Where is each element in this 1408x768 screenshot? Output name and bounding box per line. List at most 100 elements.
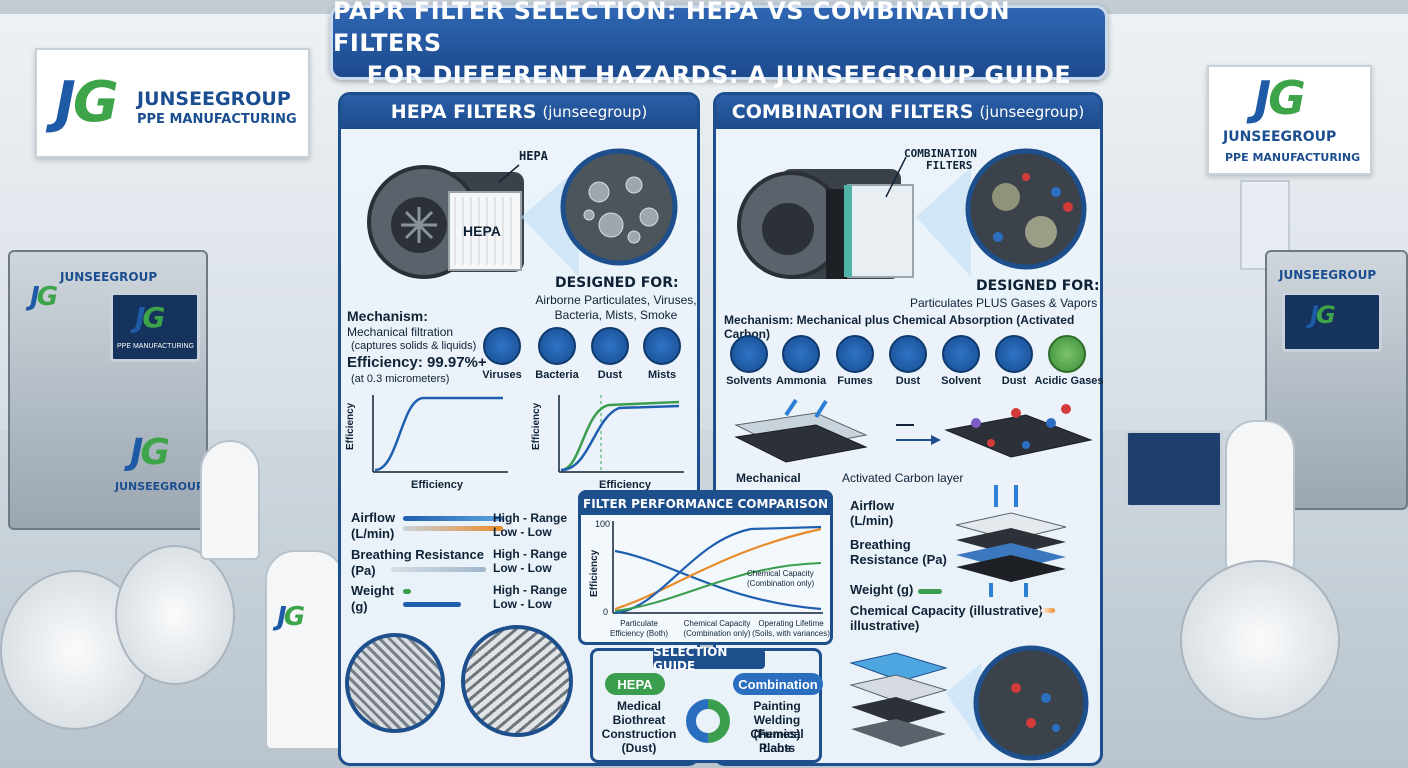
molecule-icons <box>971 404 1071 449</box>
left-machine: JUNSEEGROUP JG PPE MANUFACTURING JG JG J… <box>8 250 208 530</box>
combo-icon-label: Solvents <box>726 375 772 387</box>
brand-logo: JG <box>1254 71 1306 125</box>
combo-icon-label: Fumes <box>837 375 873 387</box>
chart2-xlabel: Efficiency <box>599 479 651 491</box>
zoom-beam <box>916 167 971 277</box>
flask-icon <box>782 335 820 373</box>
comparison-panel: FILTER PERFORMANCE COMPARISON 100 0 Effi… <box>578 490 833 645</box>
particles-icon <box>942 335 980 373</box>
virus-icon <box>483 327 521 365</box>
metric-value: High - Range <box>493 547 567 561</box>
fan-icon <box>762 203 814 255</box>
comparison-heading: FILTER PERFORMANCE COMPARISON <box>581 493 830 515</box>
combo-callout-1: COMBINATION <box>904 147 977 160</box>
donut-chart <box>686 699 730 743</box>
comparison-annotation-1: Chemical Capacity <box>747 569 814 578</box>
particle-zoom-circle <box>560 148 678 266</box>
metric-label: Weight <box>351 583 395 598</box>
machine-screen: JG <box>1282 292 1382 352</box>
series-line-green <box>614 562 822 612</box>
fabric-roll <box>115 545 235 685</box>
hepa-heading-sub: (junseegroup) <box>542 103 648 121</box>
metric-value: Low - Low <box>493 525 552 539</box>
molecule-icon <box>995 335 1033 373</box>
combo-icon-label: Dust <box>895 375 921 387</box>
chart1-ylabel: Efficiency <box>345 402 356 450</box>
comparison-annotation-2: (Combination only) <box>747 579 815 588</box>
hepa-unit-illustration <box>367 148 678 279</box>
combo-metric-label: Chemical Capacity (illustrative) <box>850 603 1043 618</box>
hepa-designed-for-title: DESIGNED FOR: <box>555 275 679 291</box>
layer-zoom-illustration <box>849 645 1089 761</box>
weight-bar <box>403 602 461 607</box>
machine-logo-large: JG <box>130 432 170 473</box>
metric-label: (Pa) <box>351 563 376 578</box>
hepa-panel-heading: HEPA FILTERS (junseegroup) <box>341 95 697 129</box>
dust-icon <box>591 327 629 365</box>
combo-icon-label: Ammonia <box>775 375 827 387</box>
hepa-filter-label: HEPA <box>463 223 501 239</box>
metric-value: High - Range <box>493 511 567 525</box>
hepa-use: Construction <box>601 727 677 741</box>
metric-value: Low - Low <box>493 561 552 575</box>
combination-pill: Combination <box>733 673 823 695</box>
combo-use: Welding (Fumes) <box>753 713 801 741</box>
combo-designed-for-title: DESIGNED FOR: <box>976 278 1100 294</box>
worker-figure <box>200 440 260 560</box>
machine-logo-small: JG <box>30 282 58 312</box>
combo-heading: COMBINATION FILTERS <box>731 101 974 123</box>
combo-icon-label: Acidic Gases <box>1034 375 1104 387</box>
combo-callout-2: FILTERS <box>926 159 973 172</box>
suit-logo: JG <box>277 602 305 632</box>
blue-curve <box>560 404 680 472</box>
hepa-pill: HEPA <box>605 673 665 695</box>
combo-metric-label: Weight (g) <box>850 582 914 597</box>
acid-flask-icon <box>1048 335 1086 373</box>
comparison-x-label: (Soils, with variances) <box>752 629 830 638</box>
metric-value: Low - Low <box>493 597 552 611</box>
combo-use: Painting <box>753 699 801 713</box>
worker-figure: JG <box>265 550 345 750</box>
comparison-ylabel: Efficiency <box>589 549 600 597</box>
brand-tagline: PPE MANUFACTURING <box>137 112 297 127</box>
hepa-filter-cartridge <box>448 191 522 271</box>
comparison-x-label: Particulate <box>620 619 658 628</box>
series-line-blue <box>614 549 822 611</box>
combo-metric-label: (L/min) <box>850 513 894 528</box>
screen-logo: JG <box>1310 301 1336 329</box>
airflow-arrow <box>784 398 828 419</box>
layer-label-carbon: Activated Carbon layer <box>842 471 964 485</box>
callout-line <box>498 164 520 183</box>
resistance-bar <box>391 567 486 572</box>
hepa-efficiency-curve-1 <box>372 395 508 473</box>
callout-line <box>885 156 907 198</box>
combo-panel-heading: COMBINATION FILTERS (junseegroup) <box>716 95 1100 129</box>
combo-use: Labs <box>762 741 791 755</box>
hepa-efficiency-note: (at 0.3 micrometers) <box>351 373 450 385</box>
combo-metric-label: Resistance (Pa) <box>850 552 947 567</box>
workstation-monitor <box>1125 430 1223 508</box>
comparison-chart <box>612 521 823 615</box>
combo-use: Chemical Plants <box>750 727 804 755</box>
fumes-icon <box>836 335 874 373</box>
hepa-icon-label: Dust <box>597 369 623 381</box>
title-line-2: FOR DIFFERENT HAZARDS: A JUNSEEGROUP GUI… <box>366 60 1072 89</box>
hepa-panel: HEPA FILTERS (junseegroup) HEPA HEPA DES… <box>338 92 700 766</box>
combo-icon-label: Dust <box>1001 375 1027 387</box>
title-banner: PAPR FILTER SELECTION: HEPA VS COMBINATI… <box>330 0 1108 89</box>
hepa-callout: HEPA <box>519 149 548 163</box>
hepa-mechanism-1: Mechanical filtration <box>347 325 454 339</box>
combo-designed-for-1: Particulates PLUS Gases & Vapors <box>910 296 1098 310</box>
airflow-bar <box>403 526 503 531</box>
fiber-closeup-icon <box>345 633 445 733</box>
brand-card-right: JG JUNSEEGROUP PPE MANUFACTURING <box>1207 65 1372 175</box>
metric-label: (g) <box>351 599 368 614</box>
selection-guide-heading: SELECTION GUIDE <box>653 645 765 673</box>
screen-logo: JG <box>135 301 165 334</box>
metric-label: (L/min) <box>351 526 395 541</box>
brand-tagline: PPE MANUFACTURING <box>1225 151 1361 164</box>
capacity-bar <box>1041 608 1055 613</box>
bacteria-icon <box>538 327 576 365</box>
y-tick-bottom: 0 <box>603 607 609 617</box>
combo-heading-sub: (junseegroup) <box>979 103 1085 121</box>
